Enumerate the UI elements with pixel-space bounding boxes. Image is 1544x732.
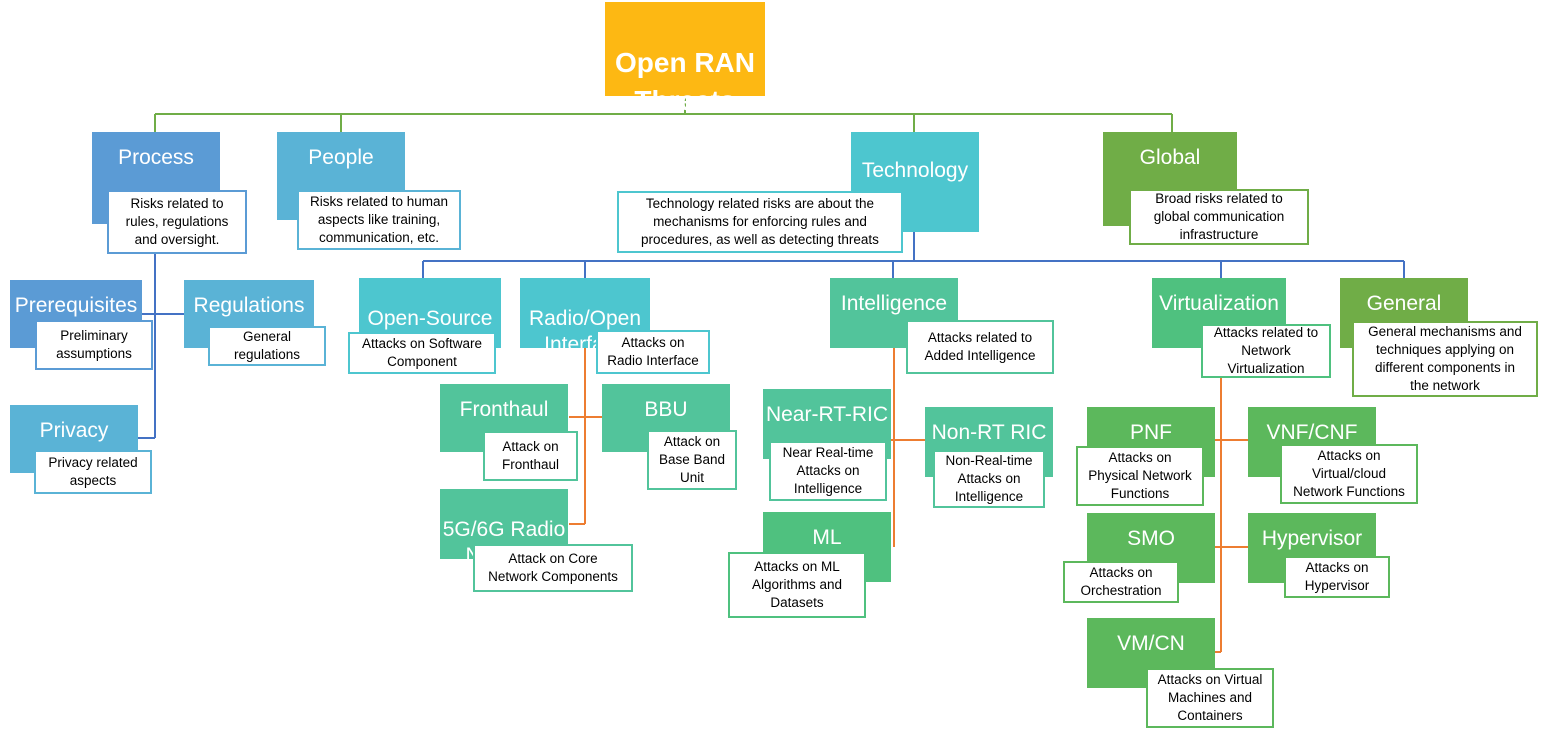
node-virtualization-desc: Attacks related to Network Virtualizatio… xyxy=(1201,324,1331,378)
node-hypervisor-desc: Attacks on Hypervisor xyxy=(1284,556,1390,598)
node-near-rt-ric-title: Near-RT-RIC xyxy=(765,403,889,426)
category-global-title: Global xyxy=(1139,146,1201,169)
category-global-desc: Broad risks related to global communicat… xyxy=(1129,189,1309,245)
category-process-title: Process xyxy=(118,146,194,169)
node-radio-open-interface-desc: Attacks on Radio Interface xyxy=(596,330,710,374)
category-people-desc: Risks related to human aspects like trai… xyxy=(297,190,461,250)
category-technology: Technology xyxy=(851,132,979,232)
node-non-rt-ric-title: Non-RT RIC xyxy=(931,421,1047,444)
node-smo-desc: Attacks on Orchestration xyxy=(1063,561,1179,603)
node-general-title: General xyxy=(1366,292,1442,315)
node-intelligence-desc: Attacks related to Added Intelligence xyxy=(906,320,1054,374)
node-prerequisites-desc: Preliminary assumptions xyxy=(35,320,153,370)
node-pnf-desc: Attacks on Physical Network Functions xyxy=(1076,446,1204,506)
category-process-desc: Risks related to rules, regulations and … xyxy=(107,190,247,254)
node-regulations-title: Regulations xyxy=(193,294,305,317)
node-fronthaul-desc: Attack on Fronthaul xyxy=(483,431,578,481)
node-vm-cn-desc: Attacks on Virtual Machines and Containe… xyxy=(1146,668,1274,728)
node-vnf-cnf-title: VNF/CNF xyxy=(1266,421,1358,444)
node-vnf-cnf-desc: Attacks on Virtual/cloud Network Functio… xyxy=(1280,444,1418,504)
node-bbu-desc: Attack on Base Band Unit xyxy=(647,430,737,490)
node-pnf-title: PNF xyxy=(1130,421,1172,444)
root-node: Open RAN Threats . xyxy=(605,2,765,130)
node-vm-cn-title: VM/CN xyxy=(1117,632,1185,655)
node-hypervisor-title: Hypervisor xyxy=(1261,527,1363,550)
node-intelligence-title: Intelligence xyxy=(840,292,948,315)
node-5g-6g-radio-network-desc: Attack on Core Network Components xyxy=(473,544,633,592)
node-fronthaul-title: Fronthaul xyxy=(459,398,549,421)
node-near-rt-ric-desc: Near Real-time Attacks on Intelligence xyxy=(769,441,887,501)
category-technology-desc: Technology related risks are about the m… xyxy=(617,191,903,253)
node-bbu-title: BBU xyxy=(644,398,688,421)
root-title: Open RAN Threats xyxy=(615,47,755,116)
node-non-rt-ric-desc: Non-Real-time Attacks on Intelligence xyxy=(933,450,1045,508)
node-open-source-software-desc: Attacks on Software Component xyxy=(348,332,496,374)
node-general-desc: General mechanisms and techniques applyi… xyxy=(1352,321,1538,397)
node-ml-title: ML xyxy=(812,526,842,549)
category-people-title: People xyxy=(308,146,374,169)
node-prerequisites-title: Prerequisites xyxy=(14,294,138,317)
node-privacy-desc: Privacy related aspects xyxy=(34,450,152,494)
category-technology-title: Technology xyxy=(861,159,969,182)
node-smo-title: SMO xyxy=(1127,527,1175,550)
root-mark: . xyxy=(683,115,687,131)
node-regulations-desc: General regulations xyxy=(208,326,326,366)
node-virtualization-title: Virtualization xyxy=(1159,292,1279,315)
node-privacy-title: Privacy xyxy=(39,419,109,442)
node-ml-desc: Attacks on ML Algorithms and Datasets xyxy=(728,552,866,618)
